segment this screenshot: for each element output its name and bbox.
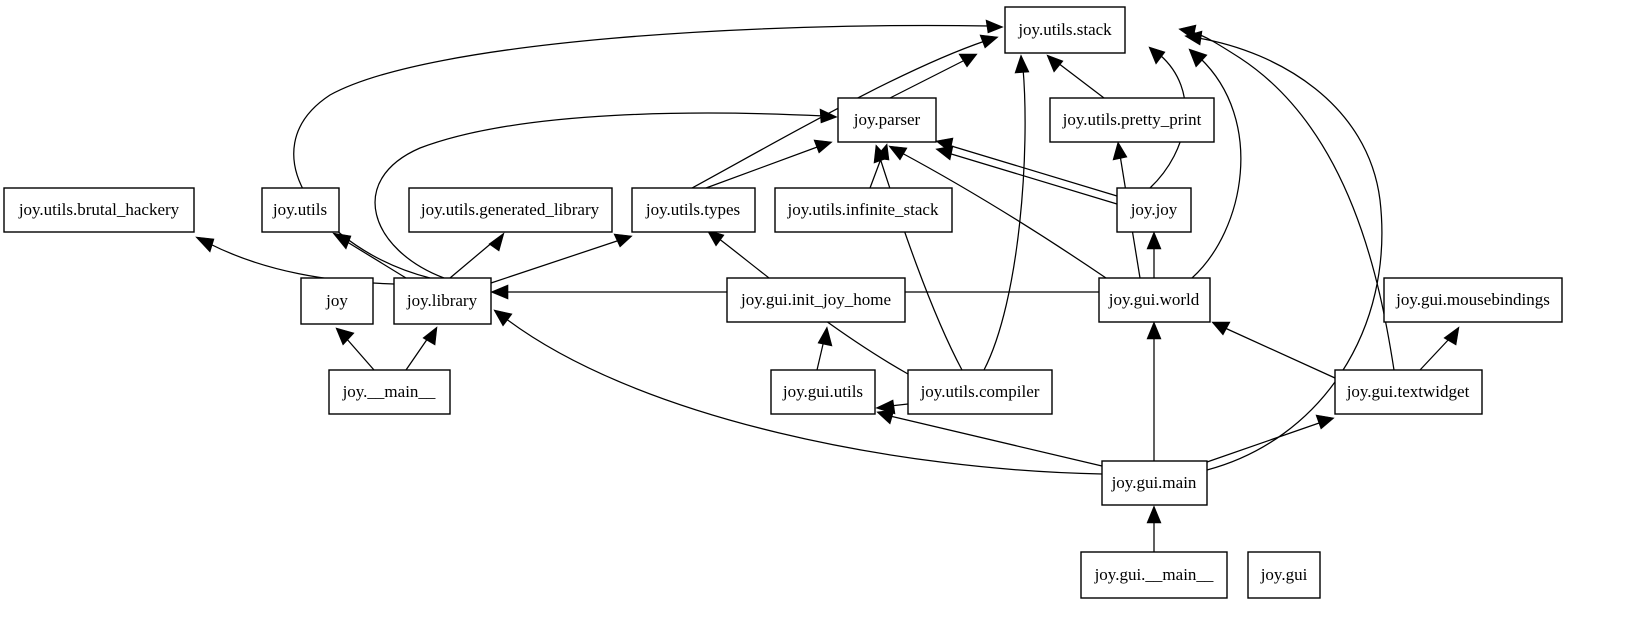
edge-joy-gui-world-to-joy-utils-stack — [1188, 48, 1242, 279]
edge-joy-gui-world-to-joy-parser — [888, 145, 1107, 279]
node-label: joy.gui.textwidget — [1346, 382, 1470, 401]
edge-joy-utils-pretty-print-to-joy-utils-stack — [1046, 54, 1105, 99]
node-label: joy — [325, 291, 348, 310]
node-label: joy.utils.compiler — [920, 382, 1040, 401]
node-label: joy.gui.main — [1111, 473, 1197, 492]
edge-joy-utils-compiler-to-joy-utils-stack — [983, 54, 1030, 371]
node-label: joy.gui.__main__ — [1094, 565, 1214, 584]
node-joy-utils-stack[interactable]: joy.utils.stack — [1004, 6, 1126, 54]
node-label: joy.utils.brutal_hackery — [18, 200, 180, 219]
node-layer: joy.utils.stack joy.parser joy.utils.pre… — [3, 6, 1563, 599]
node-label: joy.gui.world — [1108, 290, 1200, 309]
edge-joy-gui-utils-to-joy-gui-init-joy-home — [816, 326, 833, 371]
edge-joy-gui-world-to-joy-joy — [1146, 231, 1162, 278]
node-label: joy.utils.stack — [1017, 20, 1112, 39]
edge-joy-library-to-joy-utils-generated-library — [449, 232, 505, 279]
edge-joy-gui-main-dunder-to-joy-gui-main — [1146, 505, 1162, 552]
edge-joy-gui-main-to-joy-library — [493, 309, 1103, 475]
node-label: joy.gui.utils — [782, 382, 863, 401]
edge-joy-gui-main-to-joy-gui-textwidget — [1206, 414, 1335, 463]
node-joy-utils-types[interactable]: joy.utils.types — [631, 187, 756, 233]
node-joy-dunder-main[interactable]: joy.__main__ — [328, 369, 451, 415]
edge-joy-gui-textwidget-to-joy-utils-stack — [1178, 24, 1395, 371]
node-label: joy.utils.infinite_stack — [787, 200, 939, 219]
node-joy-gui[interactable]: joy.gui — [1247, 551, 1321, 599]
edge-joy-library-to-joy-utils-brutal-hackery — [195, 236, 395, 285]
node-joy-gui-mousebindings[interactable]: joy.gui.mousebindings — [1383, 277, 1563, 323]
edge-joy-utils-types-to-joy-parser — [705, 139, 833, 189]
node-joy-gui-init-joy-home[interactable]: joy.gui.init_joy_home — [726, 277, 906, 323]
node-joy[interactable]: joy — [300, 277, 374, 325]
node-joy-utils-pretty-print[interactable]: joy.utils.pretty_print — [1049, 97, 1215, 143]
node-label: joy.utils — [272, 200, 327, 219]
node-joy-gui-utils[interactable]: joy.gui.utils — [770, 369, 876, 415]
node-joy-gui-main[interactable]: joy.gui.main — [1101, 460, 1208, 506]
node-label: joy.gui.init_joy_home — [740, 290, 891, 309]
node-label: joy.utils.types — [645, 200, 740, 219]
edge-joy-main-to-joy — [335, 327, 375, 371]
node-label: joy.utils.generated_library — [420, 200, 600, 219]
node-label: joy.gui — [1260, 565, 1308, 584]
node-label: joy.library — [406, 291, 478, 310]
node-joy-utils[interactable]: joy.utils — [261, 187, 340, 233]
node-joy-utils-infinite-stack[interactable]: joy.utils.infinite_stack — [774, 187, 953, 233]
edge-joy-gui-main-to-joy-gui-world — [1146, 321, 1162, 461]
edge-joy-utils-compiler-to-joy-parser — [873, 144, 963, 371]
node-label: joy.utils.pretty_print — [1062, 110, 1202, 129]
edge-layer — [195, 19, 1460, 552]
node-joy-library[interactable]: joy.library — [393, 277, 492, 325]
node-label: joy.parser — [853, 110, 921, 129]
edge-joy-main-to-joy-library — [405, 326, 438, 371]
edge-joy-gui-textwidget-to-joy-gui-mousebindings — [1419, 326, 1460, 371]
edge-joy-library-to-joy-utils-types — [490, 233, 633, 284]
edge-joy-joy-to-joy-parser-2 — [935, 145, 1118, 205]
edge-joy-library-to-joy-utils — [332, 232, 407, 279]
node-joy-gui-textwidget[interactable]: joy.gui.textwidget — [1334, 369, 1483, 415]
node-joy-parser[interactable]: joy.parser — [837, 97, 937, 143]
edge-joy-gui-main-to-joy-gui-utils — [876, 409, 1103, 467]
node-joy-joy[interactable]: joy.joy — [1116, 187, 1192, 233]
node-joy-utils-brutal-hackery[interactable]: joy.utils.brutal_hackery — [3, 187, 195, 233]
edge-joy-gui-textwidget-to-joy-gui-world — [1211, 321, 1336, 379]
node-joy-gui-world[interactable]: joy.gui.world — [1098, 277, 1211, 323]
node-joy-utils-generated-library[interactable]: joy.utils.generated_library — [408, 187, 613, 233]
node-joy-gui-dunder-main[interactable]: joy.gui.__main__ — [1080, 551, 1228, 599]
node-label: joy.__main__ — [342, 382, 436, 401]
node-label: joy.joy — [1130, 200, 1178, 219]
node-joy-utils-compiler[interactable]: joy.utils.compiler — [907, 369, 1053, 415]
edge-joy-parser-to-joy-utils-stack — [889, 53, 978, 99]
node-label: joy.gui.mousebindings — [1395, 290, 1550, 309]
